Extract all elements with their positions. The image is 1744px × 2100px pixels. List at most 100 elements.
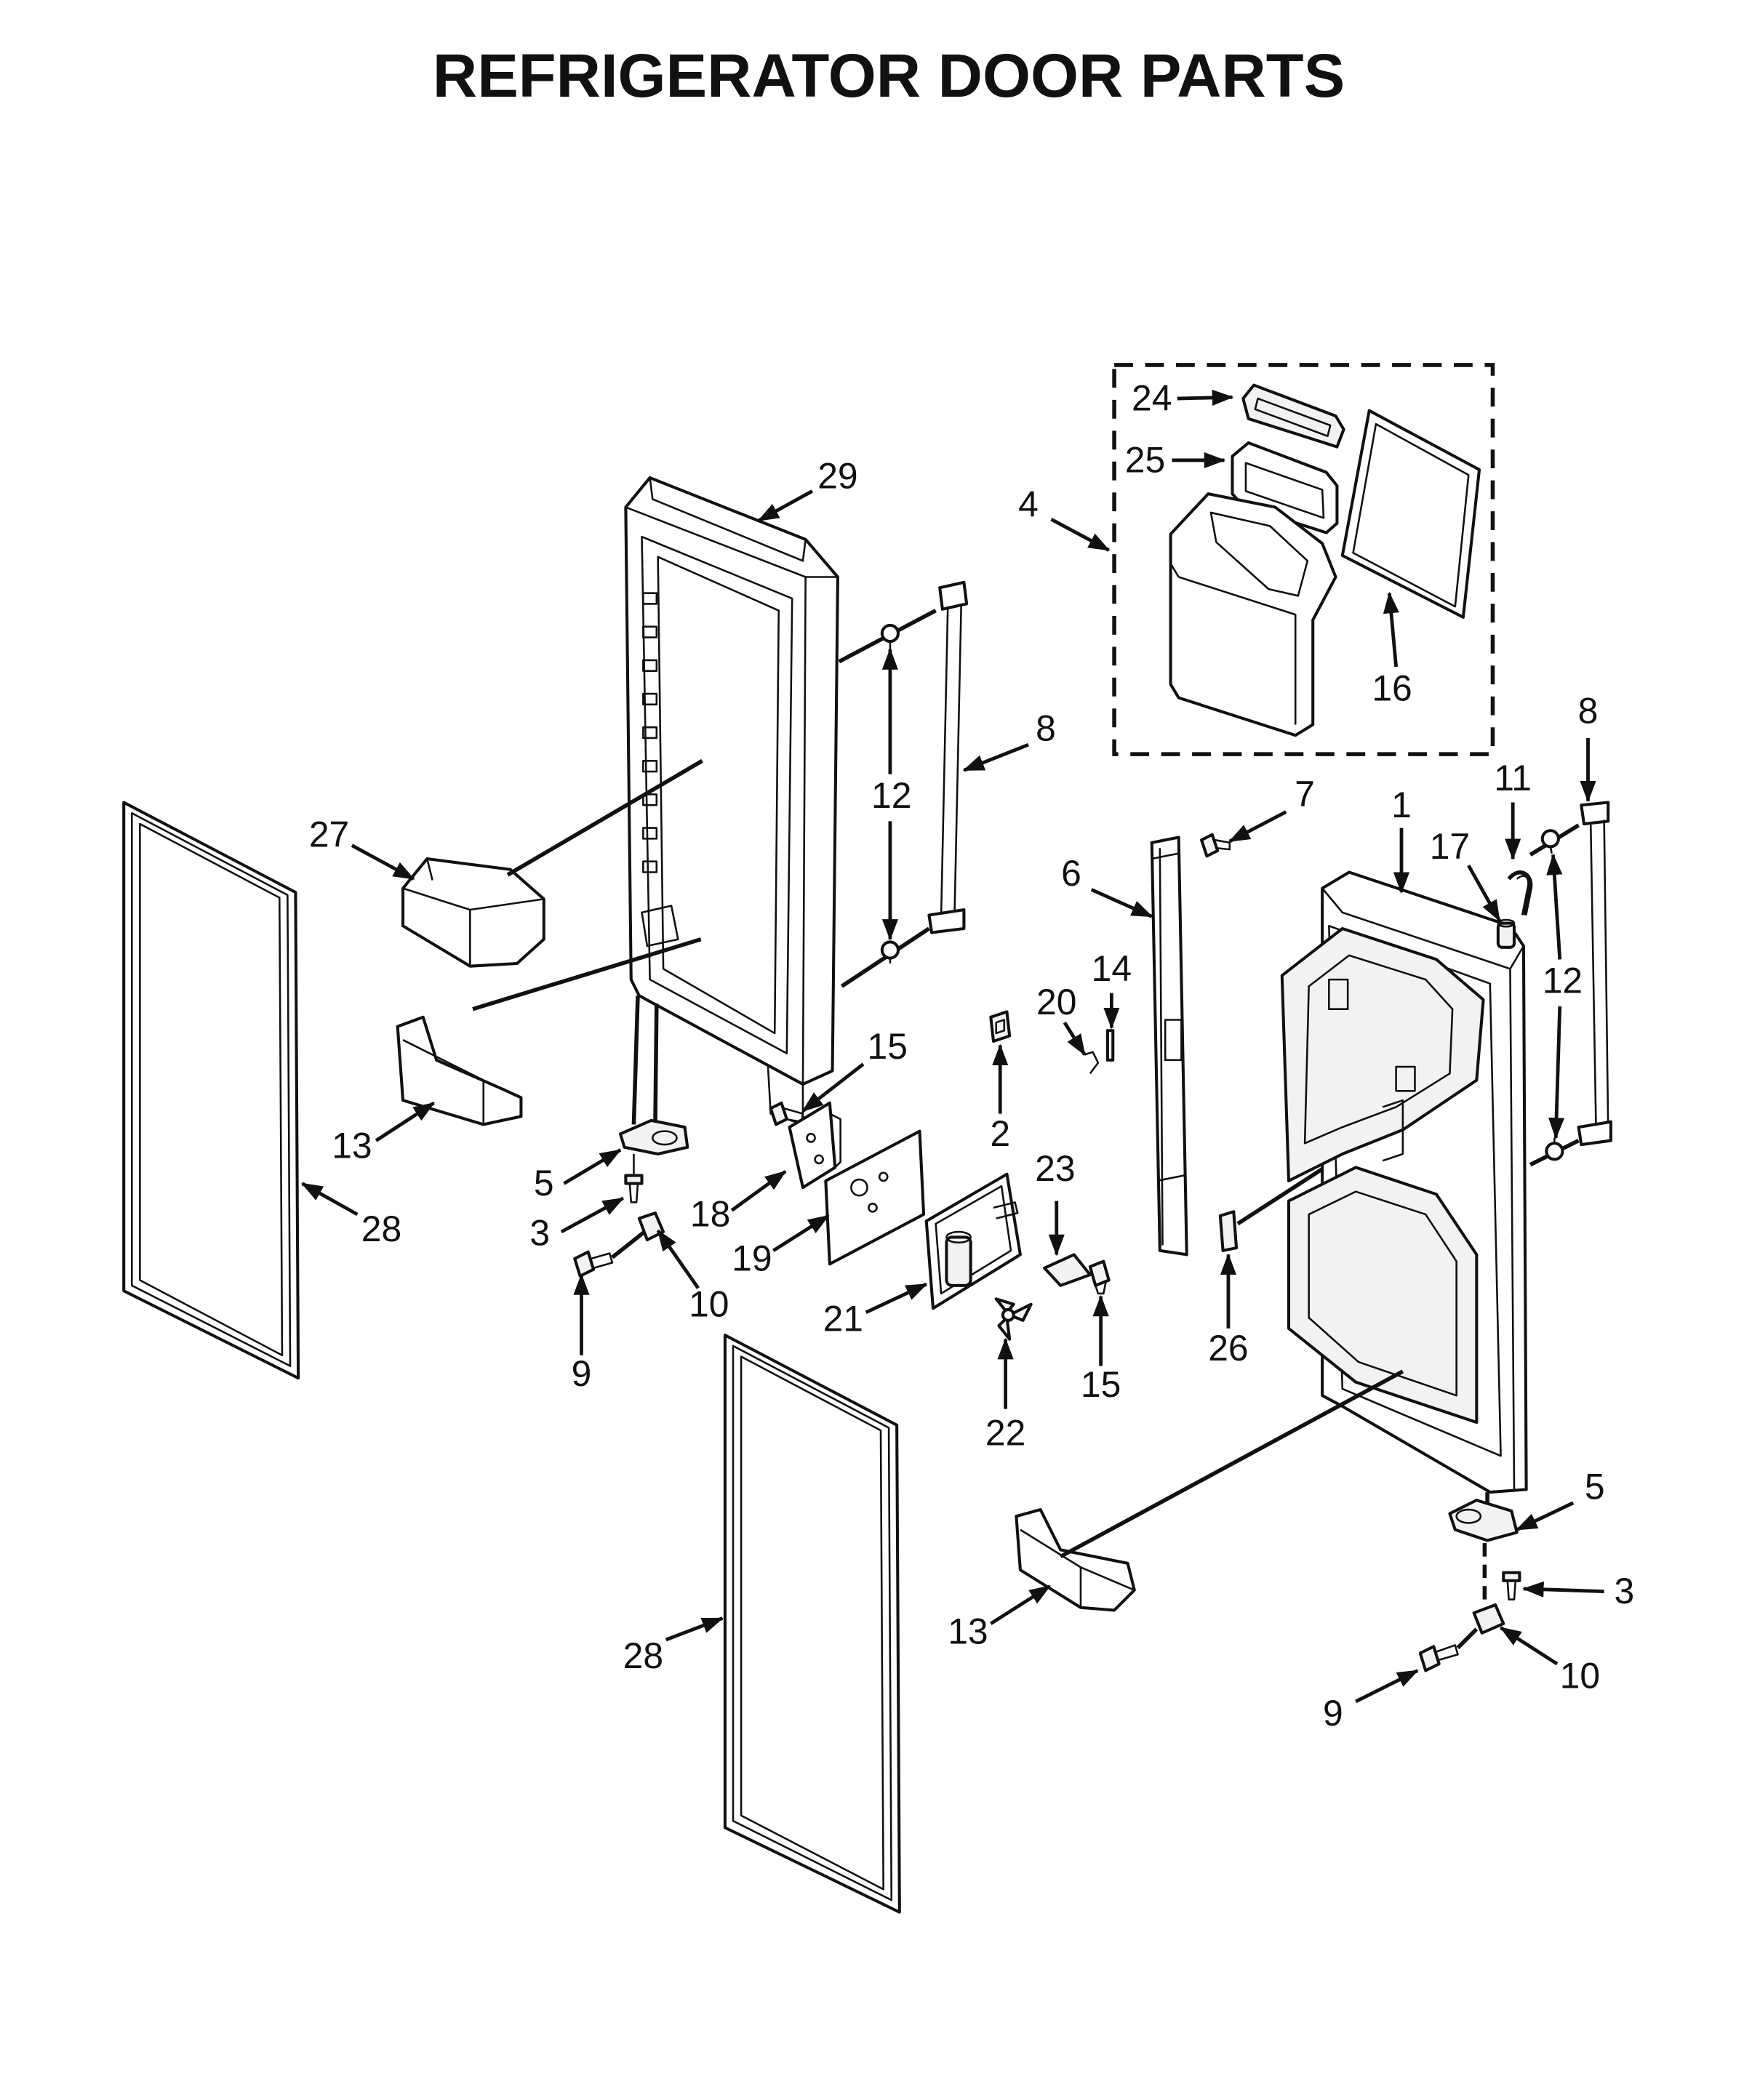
dispenser-assembly-dashed-box — [1112, 363, 1495, 756]
callout-number: 26 — [1208, 1328, 1248, 1368]
callout-number: 14 — [1092, 948, 1132, 989]
screw-leader-line — [1456, 1627, 1479, 1650]
callout-number: 5 — [534, 1163, 554, 1203]
bin-leader-line — [506, 758, 703, 877]
callout-number: 24 — [1132, 378, 1172, 419]
part-10-hinge-block-right — [1472, 1603, 1505, 1635]
callout-number: 4 — [1018, 484, 1039, 524]
callout-number: 16 — [1372, 668, 1412, 708]
part-29-left-door — [624, 476, 839, 1126]
part-7-screw — [1200, 833, 1231, 858]
callout-number: 3 — [1614, 1571, 1634, 1611]
callout-arrow — [1063, 1021, 1087, 1057]
callout-29: 29 — [757, 456, 858, 523]
part-3-screw-left — [624, 1174, 644, 1203]
diagram-title: REFRIGERATOR DOOR PARTS — [433, 41, 1345, 110]
part-8-handle-right — [1577, 801, 1612, 1147]
callout-arrow — [656, 1229, 700, 1289]
callout-arrow — [990, 1584, 1052, 1625]
callout-arrow — [1050, 518, 1111, 552]
callout-arrow — [560, 1196, 625, 1234]
callout-number: 11 — [1494, 758, 1532, 798]
part-drawings — [122, 363, 1612, 1914]
door-shelf-notch — [642, 760, 658, 773]
callout-arrow — [1383, 591, 1399, 668]
callout-number: 25 — [1125, 440, 1165, 481]
callout-3-right: 3 — [1522, 1571, 1634, 1611]
callout-number: 21 — [823, 1299, 863, 1339]
screw-leader-line — [611, 1230, 646, 1259]
callout-number: 20 — [1036, 982, 1076, 1022]
callout-5-right: 5 — [1516, 1466, 1605, 1531]
callout-arrow — [1516, 1501, 1575, 1531]
callout-8-left: 8 — [962, 708, 1056, 772]
callout-8-right: 8 — [1578, 691, 1598, 803]
callout-number: 28 — [361, 1209, 401, 1249]
part-16-panel — [1340, 409, 1481, 619]
callout-arrow — [301, 1182, 359, 1217]
callout-number: 8 — [1036, 708, 1056, 749]
part-13-door-bin-right — [1015, 1508, 1136, 1612]
part-19-panel — [824, 1129, 926, 1266]
callout-number: 10 — [1560, 1655, 1600, 1696]
callout-1: 1 — [1391, 785, 1412, 894]
callout-arrow — [1090, 888, 1153, 918]
part-27-door-bin — [401, 857, 545, 968]
callout-arrow — [1546, 853, 1563, 960]
callout-13-right: 13 — [948, 1584, 1052, 1652]
callout-arrow — [563, 1148, 622, 1185]
callout-arrow — [1467, 865, 1501, 922]
callout-arrow — [772, 1214, 830, 1252]
callout-22: 22 — [985, 1337, 1025, 1453]
part-12-bumper — [880, 623, 900, 650]
part-12-bumper — [880, 940, 900, 963]
part-6-door-strip — [1150, 835, 1188, 1257]
part-28-gasket-bottom — [723, 1334, 901, 1914]
part-8-handle-left — [927, 580, 969, 934]
callout-number: 12 — [1543, 961, 1583, 1001]
door-shelf-notch — [642, 592, 658, 605]
part-26-bracket — [1218, 1210, 1239, 1252]
part-11-tube — [1507, 870, 1533, 916]
callout-number: 9 — [1323, 1693, 1343, 1734]
part-22-fan-blade — [994, 1297, 1033, 1341]
callout-21: 21 — [823, 1282, 928, 1339]
callout-5-left: 5 — [534, 1148, 622, 1203]
callout-28-left: 28 — [301, 1182, 401, 1249]
callout-20: 20 — [1036, 982, 1087, 1057]
part-18-plate — [788, 1101, 841, 1190]
part-17-fitting — [1496, 918, 1516, 949]
door-shelf-notch — [642, 625, 658, 638]
callout-number: 13 — [948, 1611, 988, 1652]
callout-number: 6 — [1061, 853, 1081, 894]
part-23-plate — [1043, 1253, 1092, 1287]
callout-7: 7 — [1228, 774, 1315, 843]
part-12-bumper — [1540, 829, 1560, 854]
hinge-guide-line — [653, 1003, 659, 1125]
callout-14: 14 — [1092, 948, 1132, 1030]
callout-number: 1 — [1391, 785, 1412, 825]
callout-18: 18 — [690, 1170, 787, 1235]
callout-arrow — [1177, 389, 1234, 406]
part-15-screw-lower — [1088, 1259, 1111, 1295]
callout-9-right: 9 — [1323, 1669, 1419, 1734]
callout-26: 26 — [1208, 1253, 1249, 1368]
callout-arrow — [375, 1101, 436, 1142]
callout-12-left: 12 — [871, 648, 911, 941]
part-20-clip — [1084, 1051, 1100, 1075]
part-15-screw-upper — [769, 1101, 804, 1126]
callout-number: 13 — [332, 1126, 372, 1166]
callout-19: 19 — [732, 1214, 830, 1279]
callout-13-left: 13 — [332, 1101, 436, 1166]
callout-24: 24 — [1132, 378, 1234, 419]
callout-number: 17 — [1430, 826, 1470, 867]
callout-arrow — [665, 1616, 724, 1642]
part-5-hinge-right — [1448, 1499, 1519, 1542]
callout-11: 11 — [1494, 758, 1532, 860]
callout-3-left: 3 — [529, 1196, 625, 1254]
callout-arrow — [1355, 1669, 1419, 1704]
part-21-housing — [924, 1172, 1022, 1310]
callout-arrow — [1228, 810, 1287, 843]
callout-15-upper: 15 — [801, 1026, 908, 1113]
